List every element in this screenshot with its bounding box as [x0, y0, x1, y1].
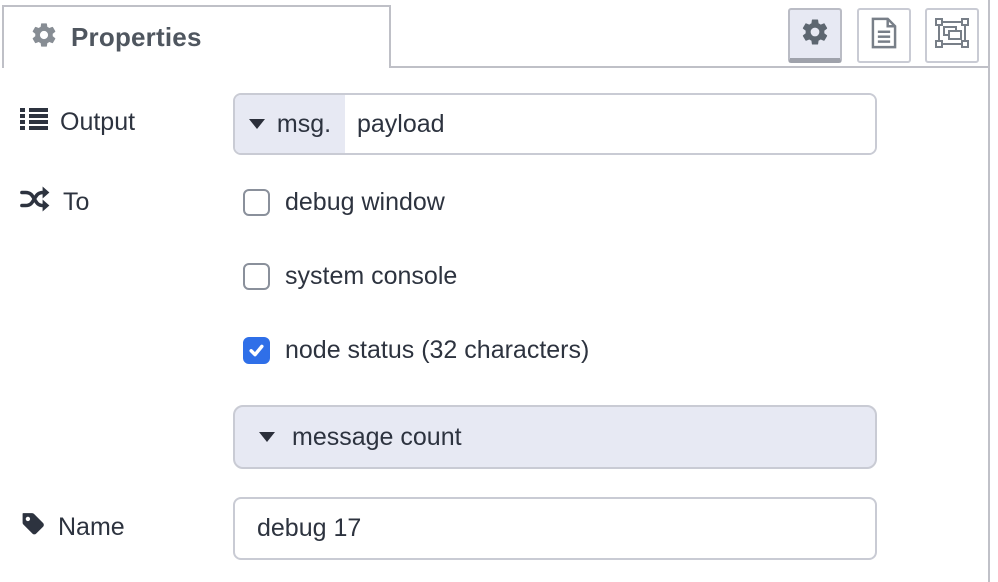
- chevron-down-icon: [248, 119, 265, 129]
- to-label: To: [63, 188, 90, 216]
- list-icon: [20, 107, 48, 138]
- tag-icon: [20, 511, 46, 544]
- tab-properties[interactable]: Properties: [2, 5, 391, 68]
- checkbox-label: node status (32 characters): [285, 336, 590, 364]
- checkbox-row-debug-window[interactable]: debug window: [243, 188, 445, 217]
- tabbar-divider: [391, 66, 988, 68]
- chevron-down-icon: [259, 432, 275, 442]
- page-title: Properties: [71, 22, 202, 52]
- to-label-row: To: [20, 186, 89, 219]
- checkbox-label: debug window: [285, 188, 445, 216]
- workspace-canvas-edge: [988, 0, 998, 582]
- typed-input-type-label: msg.: [276, 109, 332, 138]
- check-icon: [249, 344, 264, 357]
- output-typed-input: msg.: [233, 93, 877, 155]
- output-label-row: Output: [20, 107, 135, 138]
- name-input[interactable]: [233, 497, 877, 560]
- output-property-input[interactable]: [345, 95, 875, 153]
- name-label-row: Name: [20, 511, 125, 544]
- tab-button-appearance[interactable]: [925, 8, 979, 63]
- checkbox-debug-window[interactable]: [243, 189, 270, 216]
- file-text-icon: [869, 17, 899, 54]
- gear-icon: [800, 17, 830, 52]
- status-source-dropdown[interactable]: message count: [233, 405, 877, 469]
- checkbox-row-system-console[interactable]: system console: [243, 262, 457, 291]
- checkbox-row-node-status[interactable]: node status (32 characters): [243, 336, 589, 365]
- typed-input-type-button[interactable]: msg.: [235, 95, 345, 153]
- status-source-value: message count: [292, 422, 462, 451]
- name-label: Name: [58, 513, 125, 541]
- gear-icon: [30, 21, 58, 54]
- tab-button-properties[interactable]: [788, 8, 842, 63]
- object-group-icon: [935, 18, 969, 53]
- shuffle-icon: [20, 186, 51, 219]
- checkbox-system-console[interactable]: [243, 263, 270, 290]
- checkbox-node-status[interactable]: [243, 337, 270, 364]
- output-label: Output: [60, 108, 136, 136]
- tab-button-description[interactable]: [857, 8, 911, 63]
- checkbox-label: system console: [285, 262, 458, 290]
